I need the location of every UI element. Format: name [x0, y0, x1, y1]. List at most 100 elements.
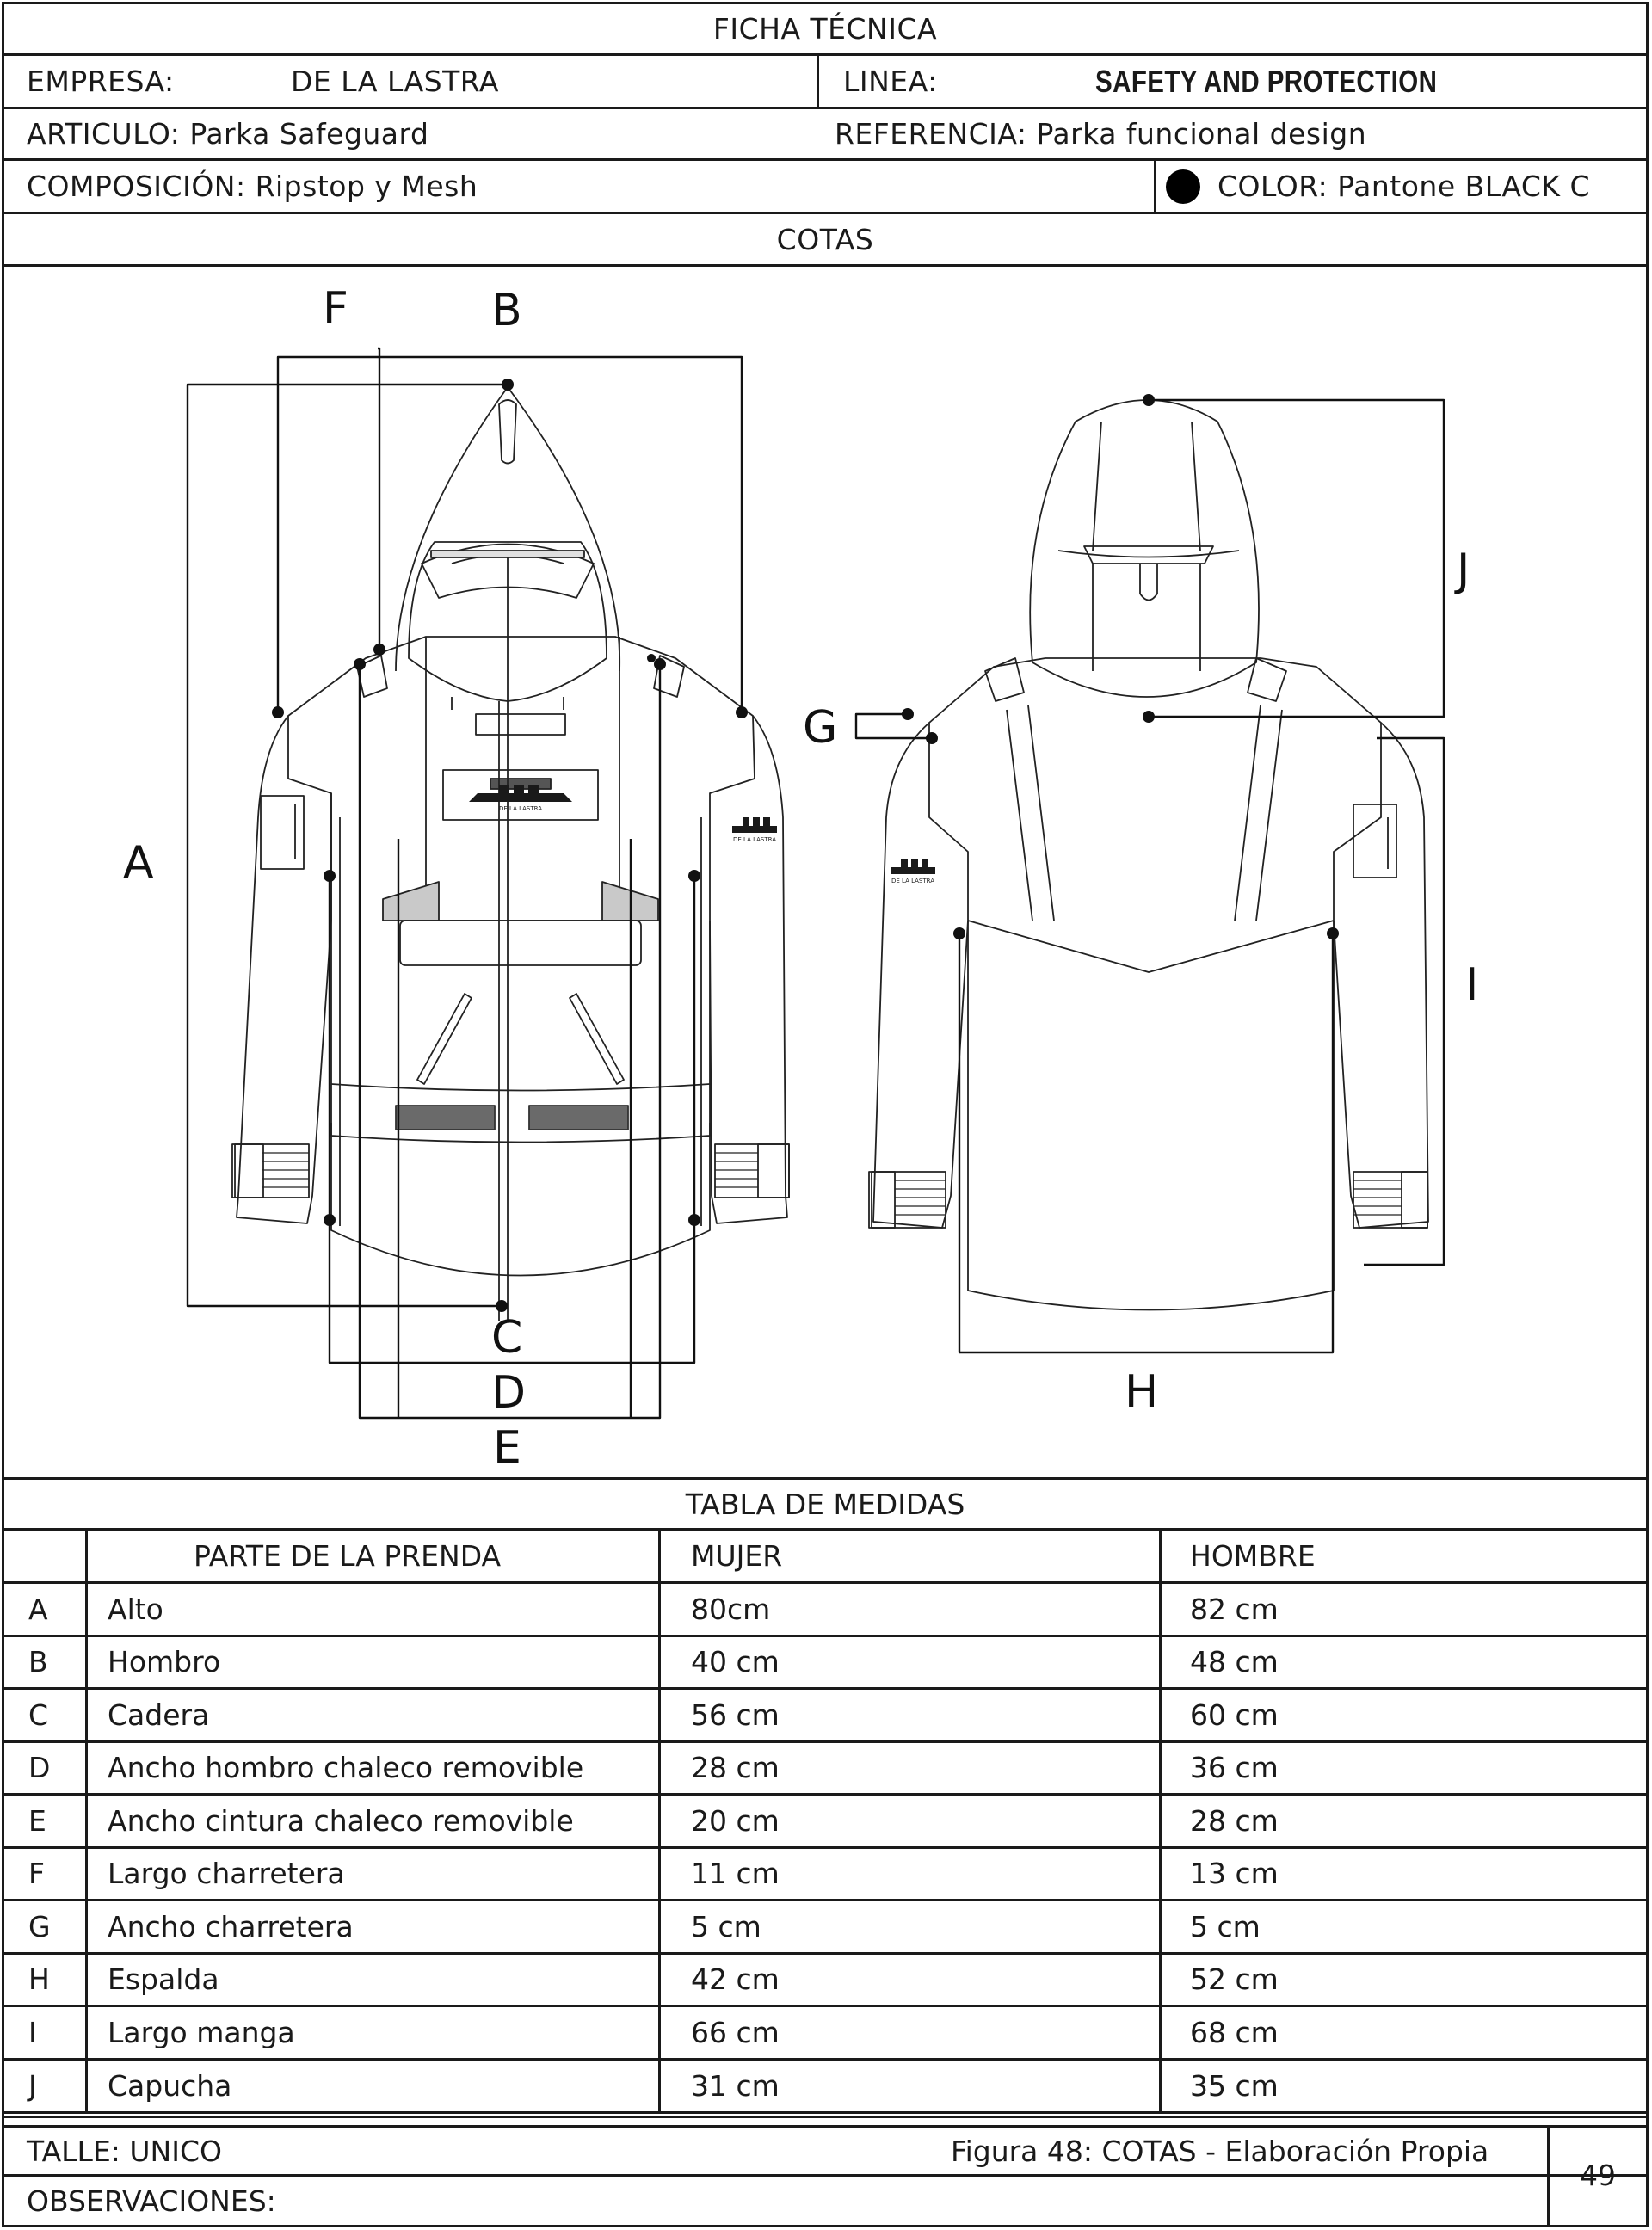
table-cell-part: Capucha	[108, 2068, 232, 2103]
table-cell-part: Hombro	[108, 1645, 221, 1679]
column-divider	[1159, 1848, 1162, 1899]
table-cell-mujer: 40 cm	[691, 1645, 780, 1679]
table-cell-hombre: 13 cm	[1190, 1857, 1279, 1891]
column-divider	[658, 1954, 661, 2005]
column-divider	[658, 2007, 661, 2058]
column-divider	[1159, 1690, 1162, 1740]
empresa-label: EMPRESA:	[27, 65, 175, 98]
talle-field: TALLE: UNICO	[27, 2134, 222, 2168]
dimension-line-i	[1364, 736, 1446, 1266]
column-divider	[85, 1848, 88, 1899]
front-sleeve-logo	[732, 817, 777, 833]
column-divider	[658, 1584, 661, 1635]
table-cell-mujer: 56 cm	[691, 1697, 780, 1732]
back-hood-outline	[1029, 399, 1260, 698]
dimension-label-j: J	[1454, 545, 1470, 596]
front-waist-patch-right	[528, 1105, 629, 1130]
column-divider	[658, 1531, 661, 1581]
column-divider	[658, 1796, 661, 1846]
column-divider	[85, 2007, 88, 2058]
front-view: DE LA LASTRA DE LA LASTRA	[231, 386, 790, 1321]
column-divider	[658, 2060, 661, 2111]
dimension-line-c	[328, 876, 696, 1364]
referencia-field: REFERENCIA: Parka funcional design	[835, 117, 1367, 151]
table-row: J Capucha 31 cm 35 cm	[4, 2060, 1646, 2114]
table-title-row: TABLA DE MEDIDAS	[4, 1477, 1646, 1531]
table-cell-mujer: 5 cm	[691, 1909, 761, 1944]
column-divider	[1159, 1954, 1162, 2005]
table-cell-hombre: 36 cm	[1190, 1751, 1279, 1785]
color-label: COLOR: Pantone BLACK C	[1217, 169, 1591, 203]
column-divider	[658, 1901, 661, 1952]
column-divider	[85, 1742, 88, 1793]
dimension-line-f	[378, 347, 381, 650]
cotas-row: COTAS	[4, 214, 1646, 267]
dimension-label-h: H	[1125, 1366, 1158, 1418]
dimension-line-b	[276, 355, 743, 712]
column-divider	[1159, 1531, 1162, 1581]
column-divider	[1159, 1796, 1162, 1846]
front-sleeve-pocket	[260, 795, 305, 870]
color-field: COLOR: Pantone BLACK C	[1166, 161, 1590, 212]
front-right-cuff	[714, 1143, 790, 1198]
composicion-field: COMPOSICIÓN: Ripstop y Mesh	[27, 169, 478, 203]
table-cell-part: Alto	[108, 1592, 163, 1626]
table-header-mujer: MUJER	[691, 1539, 783, 1573]
table-cell-code: C	[28, 1697, 49, 1732]
dimension-label-a: A	[123, 837, 154, 889]
page-number: 49	[1580, 2158, 1616, 2192]
dimension-line-j	[1149, 398, 1446, 718]
table-cell-part: Espalda	[108, 1962, 219, 1997]
table-cell-mujer: 31 cm	[691, 2068, 780, 2103]
footer-row-observaciones: OBSERVACIONES:	[4, 2177, 1646, 2225]
table-cell-mujer: 20 cm	[691, 1803, 780, 1838]
table-cell-code: J	[28, 2068, 37, 2103]
table-cell-hombre: 28 cm	[1190, 1803, 1279, 1838]
column-divider	[1159, 1742, 1162, 1793]
dimension-label-e: E	[493, 1422, 521, 1474]
column-divider	[1159, 2007, 1162, 2058]
table-cell-code: F	[28, 1857, 45, 1891]
dimension-label-c: C	[491, 1312, 522, 1364]
linea-value: SAFETY AND PROTECTION	[1095, 63, 1438, 99]
table-cell-code: H	[28, 1962, 50, 1997]
composicion-row: COMPOSICIÓN: Ripstop y Mesh COLOR: Panto…	[4, 161, 1646, 214]
table-cell-hombre: 35 cm	[1190, 2068, 1279, 2103]
garment-drawing: DE LA LASTRA DE LA LASTRA	[123, 283, 1478, 1474]
table-cell-mujer: 42 cm	[691, 1962, 780, 1997]
column-divider	[658, 1690, 661, 1740]
front-body-outline	[287, 636, 755, 1277]
table-title: TABLA DE MEDIDAS	[685, 1487, 965, 1521]
linea-value-wrap: SAFETY AND PROTECTION	[1095, 56, 1513, 107]
front-chest-logo	[469, 785, 572, 802]
table-cell-part: Ancho cintura chaleco removible	[108, 1803, 574, 1838]
column-divider	[85, 1954, 88, 2005]
column-divider	[1159, 1636, 1162, 1687]
column-divider	[1159, 1584, 1162, 1635]
sheet-title-row: FICHA TÉCNICA	[4, 4, 1646, 56]
front-left-epaulette	[356, 655, 388, 698]
figure-caption: Figura 48: COTAS - Elaboración Propia	[951, 2134, 1489, 2168]
front-chest-brand: DE LA LASTRA	[499, 805, 542, 812]
table-cell-part: Ancho charretera	[108, 1909, 354, 1944]
technical-drawing: DE LA LASTRA DE LA LASTRA	[4, 267, 1646, 1480]
front-right-sleeve	[709, 715, 788, 1224]
back-left-cuff	[871, 1171, 946, 1229]
table-header-hombre: HOMBRE	[1190, 1539, 1316, 1573]
dimension-label-g: G	[803, 702, 837, 754]
articulo-field: ARTICULO: Parka Safeguard	[27, 117, 429, 151]
dimension-line-h	[958, 933, 1335, 1354]
observaciones-field: OBSERVACIONES:	[27, 2184, 276, 2218]
table-cell-part: Largo manga	[108, 2015, 295, 2049]
table-cell-code: B	[28, 1645, 48, 1679]
table-bottom-rule	[4, 2115, 1646, 2118]
column-divider	[85, 2060, 88, 2111]
table-cell-hombre: 5 cm	[1190, 1909, 1261, 1944]
